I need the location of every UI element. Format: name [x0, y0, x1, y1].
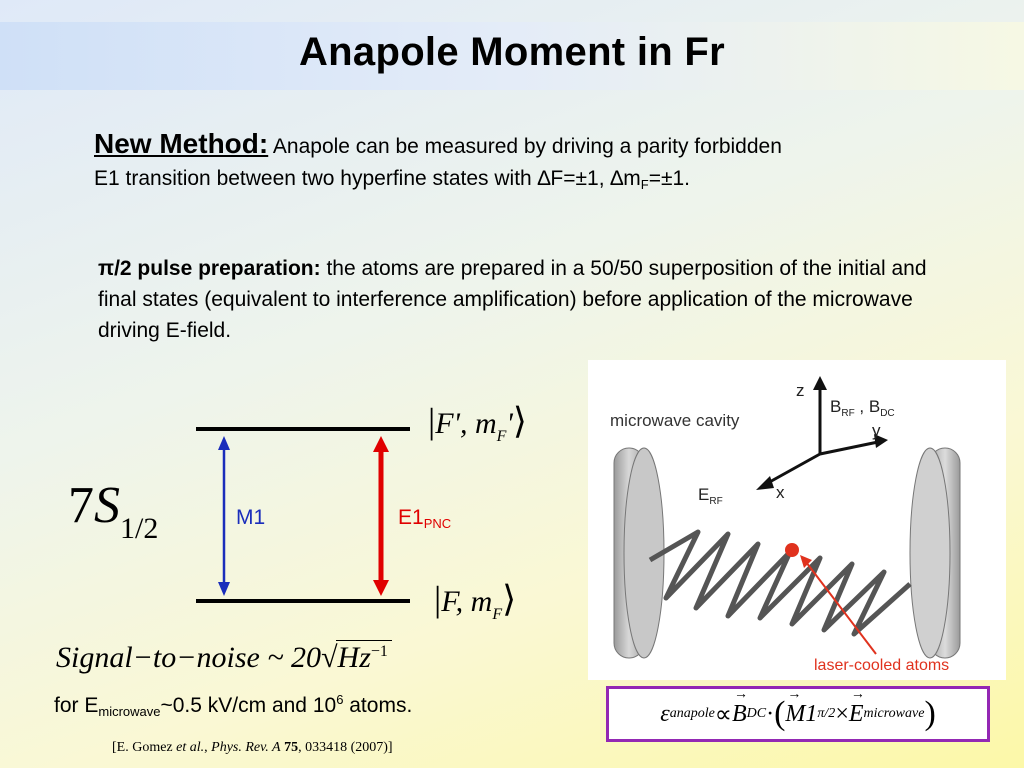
- conditions-prefix: for E: [54, 694, 99, 717]
- state-7s12: 7S1/2: [68, 476, 158, 546]
- citation-open: [E. Gomez: [112, 740, 177, 755]
- new-method-text-1: Anapole can be measured by driving a par…: [268, 135, 782, 158]
- slide-title: Anapole Moment in Fr: [299, 30, 725, 74]
- b-field-label: BRF , BDC: [830, 397, 895, 419]
- e1-arrowhead-up: [373, 436, 389, 452]
- new-method-text-2: E1 transition between two hyperfine stat…: [94, 167, 538, 190]
- atoms-label: laser-cooled atoms: [814, 657, 949, 674]
- eq-m-sub: π/2: [817, 706, 836, 721]
- lower-ket-sub: F: [492, 606, 503, 623]
- citation-etal: et al.: [176, 740, 205, 755]
- upper-ket: |F', mF'⟩: [428, 401, 527, 445]
- eq-epsilon: ε: [660, 700, 670, 727]
- citation-volume: 75: [280, 740, 299, 755]
- title-band: [0, 22, 1024, 90]
- y-axis-label: y: [872, 421, 881, 440]
- conditions-sub: microwave: [98, 704, 161, 719]
- atoms-pointer-head: [800, 555, 812, 568]
- m1-arrowhead-down: [218, 582, 230, 596]
- eq-b: B: [732, 687, 748, 728]
- m1-arrowhead-up: [218, 436, 230, 450]
- conditions-suffix: atoms.: [343, 694, 413, 717]
- pulse-paragraph: π/2 pulse preparation: the atoms are pre…: [98, 253, 938, 346]
- microwave-field-coil: [648, 529, 912, 637]
- signal-root: Hz: [337, 641, 371, 674]
- state-letter: S: [94, 477, 120, 534]
- pulse-text: the atoms are prepared in a 50/50 superp…: [98, 257, 927, 342]
- conditions-line: for Emicrowave~0.5 kV/cm and 106 atoms.: [54, 692, 412, 719]
- new-method-tail: =±1.: [648, 167, 690, 190]
- apparatus-drawing: microwave cavity laser-cooled atoms z y …: [610, 376, 961, 674]
- eq-dot: ·: [766, 700, 775, 727]
- x-axis-head: [756, 476, 774, 490]
- signal-root-exp: −1: [370, 643, 388, 660]
- e1-label-text: E1: [398, 506, 424, 529]
- energy-level-diagram: [196, 427, 410, 603]
- eq-m: M1: [785, 687, 817, 728]
- state-sub: 1/2: [120, 512, 159, 545]
- citation-sep: ,: [204, 740, 212, 755]
- eq-epsilon-sub: anapole: [669, 706, 715, 721]
- eq-prop: ∝: [714, 701, 732, 728]
- lower-ket-text: F, m: [441, 585, 493, 618]
- conditions-mid: ~0.5 kV/cm and 10: [160, 694, 337, 717]
- signal-to-noise-formula: Signal−to−noise ~ 20√Hz−1: [56, 640, 392, 675]
- laser-cooled-atoms-dot: [785, 543, 799, 557]
- pulse-label: π/2 pulse preparation:: [98, 257, 321, 280]
- apparatus-figure: microwave cavity laser-cooled atoms z y …: [588, 360, 1006, 680]
- conditions-sup: 6: [336, 692, 344, 707]
- z-axis-head: [813, 376, 827, 390]
- y-axis: [819, 440, 879, 456]
- upper-ket-text: F', m: [435, 407, 497, 440]
- e1-arrowhead-down: [373, 580, 389, 596]
- eq-e-sub: microwave: [863, 706, 925, 721]
- e1-label-sub: PNC: [423, 516, 452, 531]
- cavity-label: microwave cavity: [610, 411, 740, 430]
- new-method-paragraph: New Method: Anapole can be measured by d…: [94, 128, 974, 201]
- citation-journal: Phys. Rev. A: [211, 740, 281, 755]
- signal-expr: Signal−to−noise ~ 20: [56, 641, 322, 674]
- x-axis: [765, 452, 821, 486]
- m1-label: M1: [236, 506, 266, 529]
- state-number: 7: [68, 477, 94, 534]
- e-field-label: ERF: [698, 485, 723, 507]
- eq-cross: ×: [835, 700, 849, 727]
- lower-ket: |F, mF⟩: [434, 579, 517, 623]
- new-method-delta: ∆F=±1, ∆m: [537, 167, 641, 190]
- upper-ket-sub: F: [496, 428, 507, 445]
- x-axis-label: x: [776, 483, 785, 502]
- right-cavity-face: [909, 447, 951, 659]
- new-method-label: New Method:: [94, 128, 269, 159]
- eq-b-sub: DC: [746, 706, 767, 721]
- e1-label: E1PNC: [398, 506, 451, 531]
- upper-ket-tail: ': [506, 407, 513, 440]
- atoms-pointer: [805, 561, 877, 655]
- z-axis-label: z: [796, 381, 805, 400]
- eq-e: E: [849, 687, 865, 728]
- new-method-sub-f: F: [640, 177, 649, 192]
- citation: [E. Gomez et al., Phys. Rev. A 75, 03341…: [112, 740, 393, 756]
- y-axis-head: [874, 434, 888, 448]
- citation-rest: , 033418 (2007)]: [298, 740, 393, 755]
